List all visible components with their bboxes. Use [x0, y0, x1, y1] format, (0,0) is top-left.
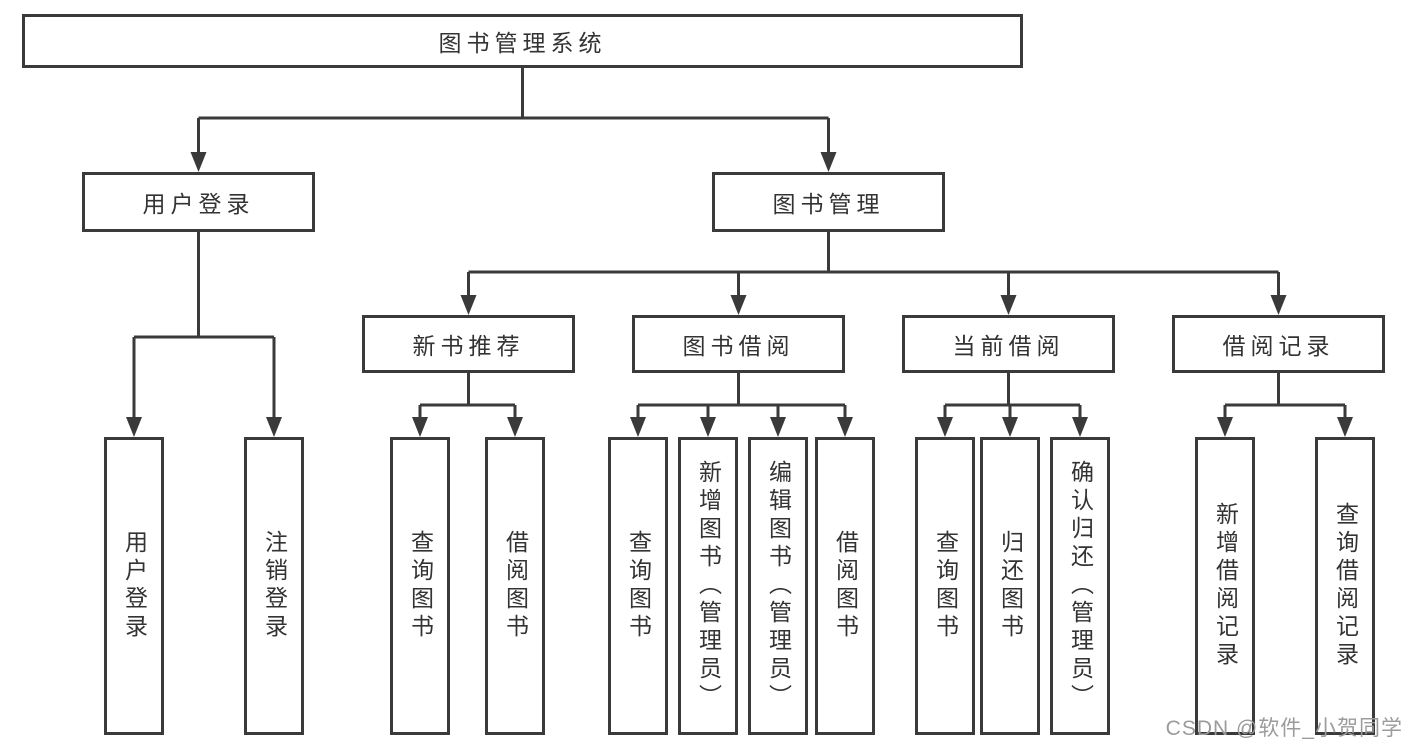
arrow-down-icon	[837, 417, 853, 437]
node-label: 新增图书（管理员）	[695, 460, 722, 712]
node-label: 注销登录	[261, 530, 288, 642]
node-label: 借阅图书	[832, 530, 859, 642]
node-user-login: 用户登录	[82, 172, 315, 232]
arrow-down-icon	[730, 295, 747, 315]
leaf-edit-books-admin: 编辑图书（管理员）	[748, 437, 808, 735]
node-label: 查询借阅记录	[1332, 502, 1359, 670]
edge-book-borrow-to-leaves	[636, 373, 847, 419]
node-label: 编辑图书（管理员）	[765, 460, 792, 712]
leaf-borrow-books-1: 借阅图书	[485, 437, 545, 735]
arrow-down-icon	[700, 417, 716, 437]
arrow-down-icon	[630, 417, 646, 437]
leaf-return-books: 归还图书	[980, 437, 1040, 735]
edge-borrow-record-to-leaves	[1223, 373, 1347, 419]
arrow-down-icon	[460, 295, 477, 315]
node-borrowing-records: 借阅记录	[1172, 315, 1385, 373]
node-label: 归还图书	[997, 530, 1024, 642]
arrow-down-icon	[937, 417, 953, 437]
node-label: 新增借阅记录	[1212, 502, 1239, 670]
node-current-borrowing: 当前借阅	[902, 315, 1115, 373]
node-label: 图书管理系统	[438, 30, 607, 56]
arrow-down-icon	[770, 417, 786, 437]
arrow-down-icon	[126, 417, 142, 437]
node-library-management-system: 图书管理系统	[22, 14, 1023, 68]
arrow-down-icon	[820, 152, 837, 172]
node-label: 当前借阅	[952, 333, 1065, 359]
arrow-down-icon	[412, 417, 428, 437]
node-new-book-recommend: 新书推荐	[362, 315, 575, 373]
csdn-watermark: CSDN @软件_小贺同学	[1165, 717, 1403, 740]
leaf-query-books-1: 查询图书	[390, 437, 450, 735]
node-label: 查询图书	[932, 530, 959, 642]
edge-new-book-to-leaves	[418, 373, 517, 419]
node-label: 图书借阅	[682, 333, 795, 359]
leaf-query-books-3: 查询图书	[915, 437, 975, 735]
arrow-down-icon	[1002, 417, 1018, 437]
leaf-add-books-admin: 新增图书（管理员）	[678, 437, 738, 735]
edge-current-borrow-to-leaves	[943, 373, 1082, 419]
node-label: 确认归还（管理员）	[1067, 460, 1094, 712]
node-label: 新书推荐	[412, 333, 525, 359]
leaf-borrow-books-2: 借阅图书	[815, 437, 875, 735]
arrow-down-icon	[1000, 295, 1017, 315]
node-book-management: 图书管理	[712, 172, 945, 232]
arrow-down-icon	[266, 417, 282, 437]
arrow-down-icon	[507, 417, 523, 437]
node-label: 图书管理	[772, 191, 885, 217]
leaf-user-login: 用户登录	[104, 437, 164, 735]
leaf-add-borrow-record: 新增借阅记录	[1195, 437, 1255, 735]
arrow-down-icon	[1270, 295, 1287, 315]
edge-user-login-to-leaves	[132, 232, 276, 419]
leaf-query-books-2: 查询图书	[608, 437, 668, 735]
node-label: 借阅图书	[502, 530, 529, 642]
node-label: 查询图书	[625, 530, 652, 642]
arrow-down-icon	[1217, 417, 1233, 437]
node-label: 用户登录	[121, 530, 148, 642]
node-label: 用户登录	[142, 191, 255, 217]
leaf-logout: 注销登录	[244, 437, 304, 735]
arrow-down-icon	[190, 152, 207, 172]
node-book-borrowing: 图书借阅	[632, 315, 845, 373]
node-label: 查询图书	[407, 530, 434, 642]
edge-root-to-level2	[197, 68, 830, 154]
leaf-confirm-return-admin: 确认归还（管理员）	[1050, 437, 1110, 735]
edge-book-management-to-level3	[467, 232, 1280, 297]
arrow-down-icon	[1337, 417, 1353, 437]
leaf-query-borrow-record: 查询借阅记录	[1315, 437, 1375, 735]
node-label: 借阅记录	[1222, 333, 1335, 359]
arrow-down-icon	[1072, 417, 1088, 437]
